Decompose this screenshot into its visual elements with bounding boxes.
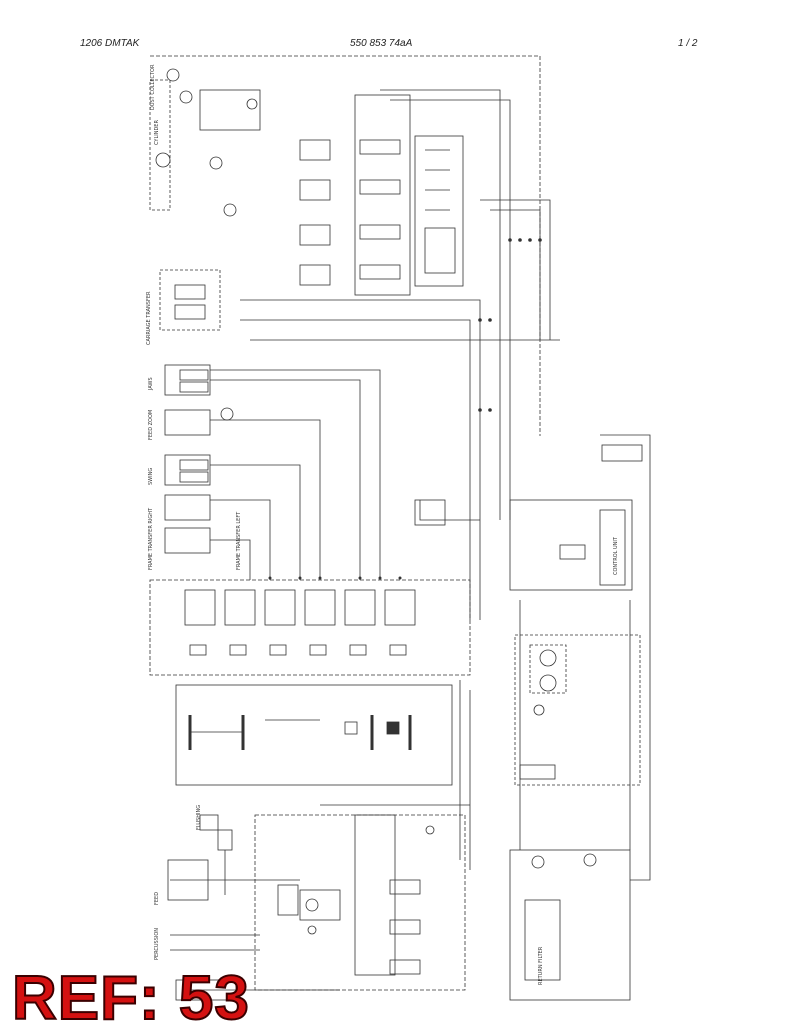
- return-filter-label: RETURN FILTER: [538, 946, 544, 985]
- flushing-label: FLUSHING: [196, 805, 202, 830]
- frame-transfer-right-label: FRAME TRANSFER RIGHT: [148, 507, 154, 570]
- feed-label: FEED: [154, 892, 160, 905]
- return-filter-frame: [509, 849, 631, 1001]
- control-unit-label: CONTROL UNIT: [613, 536, 619, 575]
- manifold-valves: [184, 589, 416, 656]
- carriage-transfer-label: CARRIAGE TRANSFER: [146, 291, 152, 345]
- feed-zoom-group: [164, 407, 234, 436]
- pump-frame: [514, 634, 641, 786]
- junction-dots: [268, 238, 542, 580]
- lower-valve-region: [254, 814, 466, 991]
- pump-symbol-top: [246, 98, 258, 110]
- reference-stamp: REF: 53: [11, 964, 250, 1033]
- upper-valve-stack: [354, 94, 411, 296]
- frame-transfer-group: [164, 494, 211, 554]
- dust-collector-label: DUST COLLECTOR: [150, 64, 156, 110]
- carriage-transfer-group: [159, 269, 221, 331]
- valve-block-top: [199, 89, 261, 131]
- cylinder-frame: [149, 79, 171, 211]
- swing-group: [164, 454, 211, 486]
- pump-group: [529, 644, 567, 694]
- lower-manifold: [149, 579, 471, 676]
- dust-collector-symbol: [166, 68, 180, 82]
- swing-label: SWING: [148, 468, 154, 485]
- gauge-icon: [209, 156, 223, 170]
- gauge-icon-lower: [223, 203, 237, 217]
- outer-boundary: [150, 55, 541, 436]
- pictogram-panel: [175, 684, 453, 786]
- feed-zoom-label: FEED ZOOM: [148, 410, 154, 440]
- upper-valve-rows: [299, 139, 401, 286]
- percussion-label: PERCUSSION: [154, 928, 160, 960]
- pressure-gauge-icon: [179, 90, 193, 104]
- frame-transfer-left-label: FRAME TRANSFER LEFT: [236, 511, 242, 570]
- cylinder-gauge-icon: [155, 152, 171, 168]
- jaws-group: [164, 364, 211, 396]
- jaws-label: JAWS: [148, 377, 154, 391]
- joystick-panel: [414, 135, 464, 287]
- header-model: 1206 DMTAK: [80, 38, 140, 49]
- header-page-number: 1 / 2: [678, 38, 698, 49]
- header-part-number: 550 853 74aA: [350, 38, 413, 49]
- control-unit-block: [509, 499, 633, 591]
- cylinder-label: CYLINDER: [154, 120, 160, 145]
